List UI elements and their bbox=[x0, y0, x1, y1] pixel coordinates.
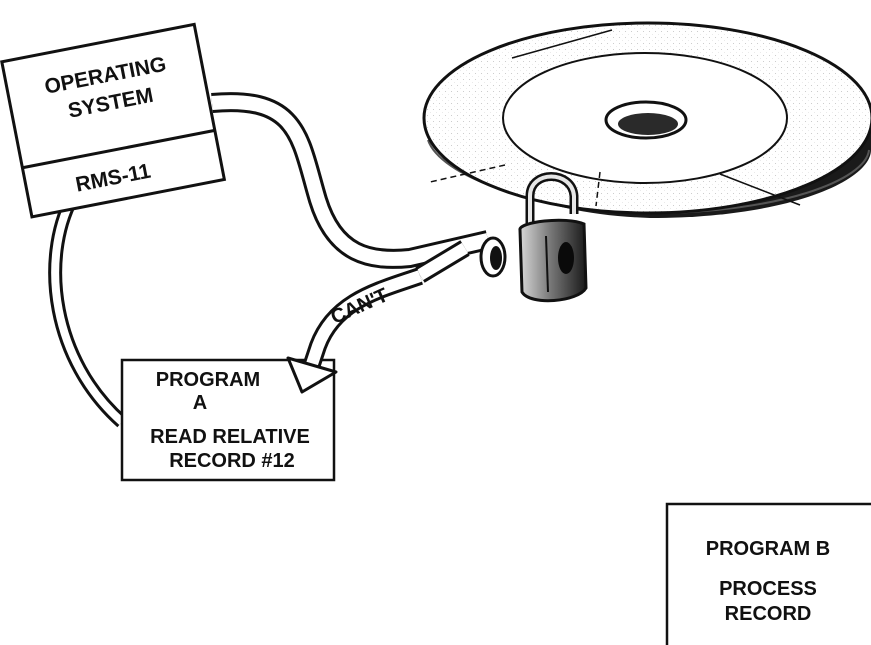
program-b-name: PROGRAM B bbox=[706, 538, 830, 560]
program-a-name-line2: A bbox=[193, 392, 207, 414]
program-a-action-line1: READ RELATIVE bbox=[150, 426, 310, 448]
program-b-action-line2: RECORD bbox=[725, 603, 812, 625]
program-a-action-line2: RECORD #12 bbox=[169, 450, 295, 472]
rms-link-pipe bbox=[55, 198, 122, 422]
arrow-icon bbox=[288, 276, 420, 392]
program-b-action-line1: PROCESS bbox=[719, 578, 817, 600]
program-b-box: PROGRAM B PROCESS RECORD bbox=[667, 504, 871, 645]
operating-system-box: OPERATING SYSTEM RMS-11 bbox=[2, 24, 225, 216]
disk-icon bbox=[424, 23, 871, 218]
program-a-name-line1: PROGRAM bbox=[156, 369, 260, 391]
